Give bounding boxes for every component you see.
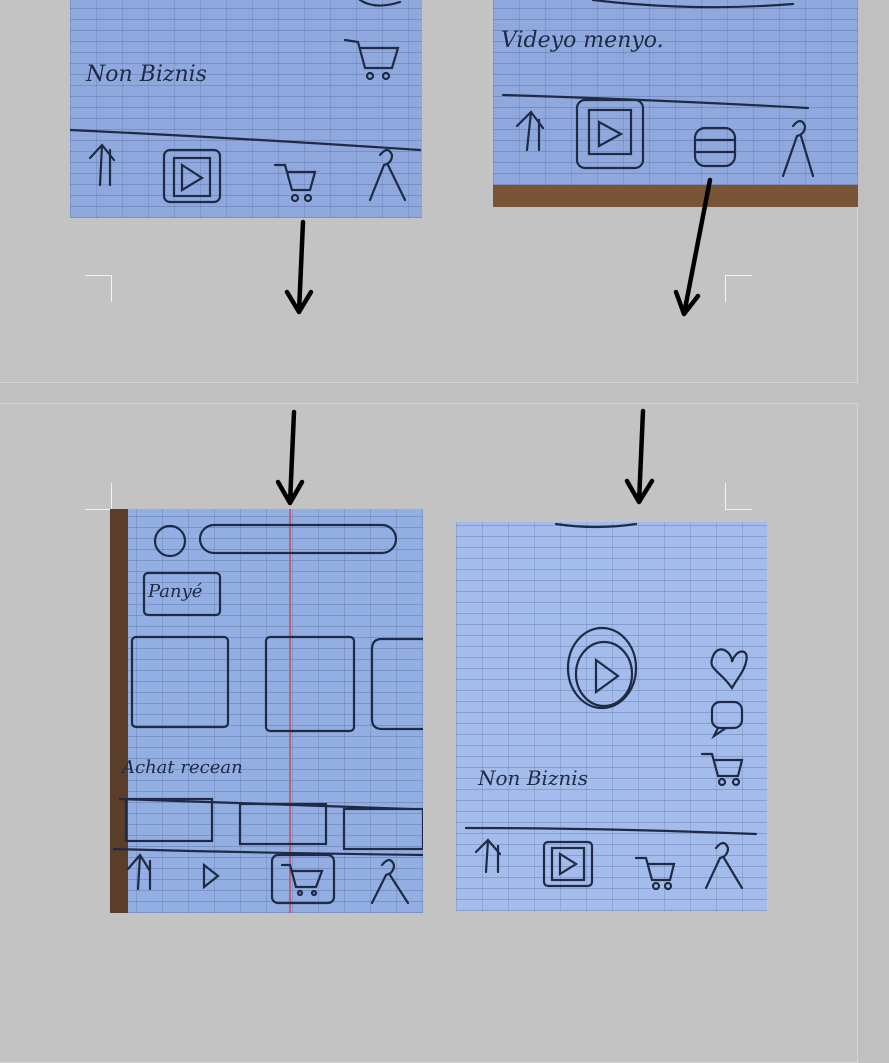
play-icon (566, 626, 638, 710)
sketch-scribble (554, 522, 638, 529)
cart-icon (273, 163, 317, 203)
cart-icon (270, 853, 336, 905)
cart-icon (700, 752, 744, 787)
sketch-section-subtitle: Achat recean (122, 757, 243, 778)
wood-table-edge (110, 509, 128, 913)
sketch-photo-video-player[interactable]: Non Biznis (456, 522, 767, 911)
sketch-section-title: Panyé (148, 581, 203, 602)
play-icon (202, 862, 220, 890)
up-arrow-icon (515, 110, 545, 152)
recent-item-placeholder (124, 797, 214, 843)
up-arrow-icon (474, 838, 502, 874)
recent-item-placeholder (342, 807, 423, 851)
profile-icon (370, 858, 410, 905)
sketch-photo-business-screen[interactable]: Non Biznis (70, 0, 422, 218)
crop-mark (85, 275, 112, 302)
profile-icon (781, 119, 815, 178)
heart-icon (710, 648, 748, 691)
sketch-photo-cart-screen[interactable]: Panyé Achat recean (110, 509, 423, 913)
profile-icon (704, 841, 744, 890)
chat-icon (710, 700, 744, 740)
nav-divider-line (501, 93, 810, 110)
sketch-drawing (70, 0, 422, 204)
nav-divider-line (70, 128, 422, 152)
cart-icon (343, 38, 400, 81)
sketch-scribble (358, 0, 402, 7)
cart-icon (634, 856, 676, 891)
nav-divider-line (464, 826, 758, 836)
search-bar-placeholder (198, 523, 398, 555)
play-icon (162, 148, 222, 204)
product-card-placeholder (264, 635, 356, 733)
sketch-drawing (501, 0, 815, 178)
list-icon (693, 126, 737, 168)
sketch-drawing (112, 509, 423, 913)
section-label-box (142, 571, 222, 617)
sketch-caption: Non Biznis (86, 62, 207, 87)
nav-divider-line (112, 847, 423, 857)
profile-icon (368, 148, 407, 202)
up-arrow-icon (126, 853, 152, 891)
crop-mark (85, 483, 112, 510)
play-icon (542, 840, 594, 888)
product-card-placeholder (130, 635, 230, 729)
sketch-photo-video-menu[interactable]: Videyo menyo. (493, 0, 858, 207)
crop-mark (725, 275, 752, 302)
crop-mark (725, 483, 752, 510)
sketch-scribble (591, 0, 795, 9)
recent-item-placeholder (238, 802, 328, 846)
product-card-placeholder (370, 637, 423, 731)
sketch-caption: Videyo menyo. (501, 28, 664, 53)
sketch-drawing (464, 522, 758, 891)
sketch-caption: Non Biznis (478, 766, 588, 790)
avatar-placeholder (153, 524, 187, 558)
up-arrow-icon (88, 143, 116, 187)
play-icon (575, 98, 645, 170)
